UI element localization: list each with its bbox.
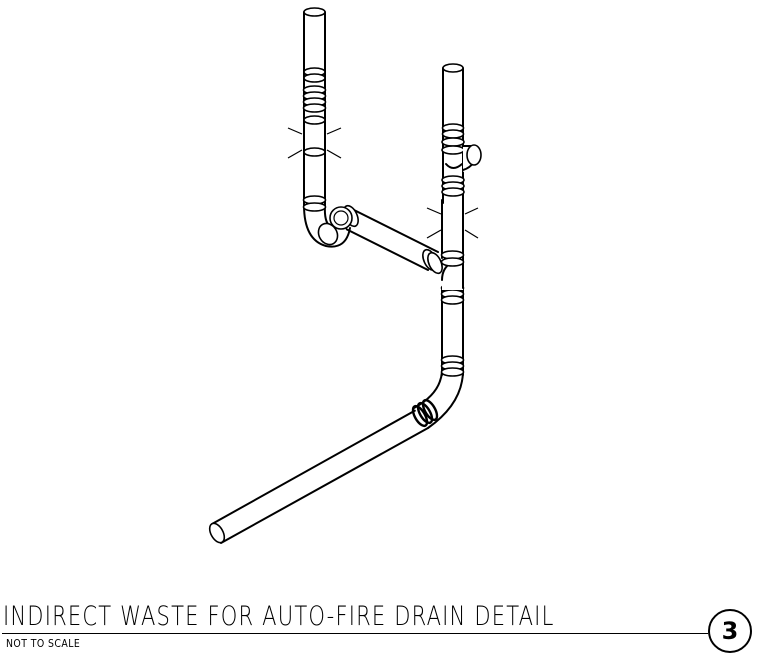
detail-number-bubble: 3 [708,609,752,653]
scale-note: NOT TO SCALE [6,637,81,650]
sloped-drain-pipe [208,409,429,544]
right-break-marks [426,207,479,239]
side-outlet-fitting [445,144,482,172]
left-riser [302,7,327,212]
title-underline [2,633,708,634]
right-vent-stack [441,63,465,204]
left-break-marks [287,127,342,159]
detail-title: INDIRECT WASTE FOR AUTO-FIRE DRAIN DETAI… [3,601,555,632]
p-trap [303,204,353,248]
bottom-elbow [411,371,464,429]
wye-fitting [440,199,465,290]
detail-number: 3 [721,617,739,645]
right-stack-lower [440,283,465,377]
diagonal-branch-pipe [343,204,443,275]
